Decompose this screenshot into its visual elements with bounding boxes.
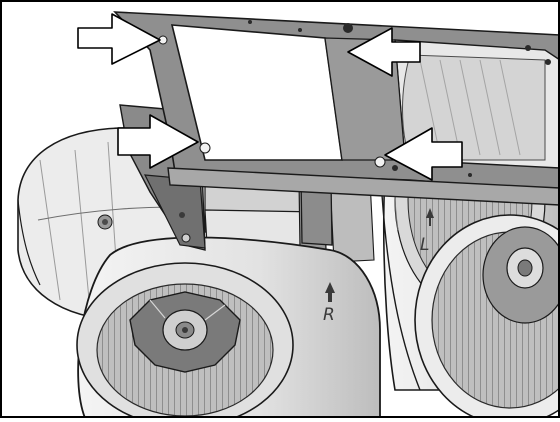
label-r-group: R (323, 282, 335, 325)
top-mounting-frame (113, 11, 560, 206)
label-l-group: L (420, 208, 434, 255)
up-arrow-icon (426, 208, 434, 226)
blower-right-housing (17, 127, 381, 422)
up-arrow-icon (325, 282, 335, 302)
callout-arrow-1 (77, 13, 161, 65)
blower-label-right: R (323, 305, 335, 325)
blower-label-left: L (420, 235, 429, 255)
callout-arrow-4 (384, 127, 463, 181)
callout-arrow-3 (117, 114, 199, 169)
callout-arrow-2 (347, 27, 421, 77)
